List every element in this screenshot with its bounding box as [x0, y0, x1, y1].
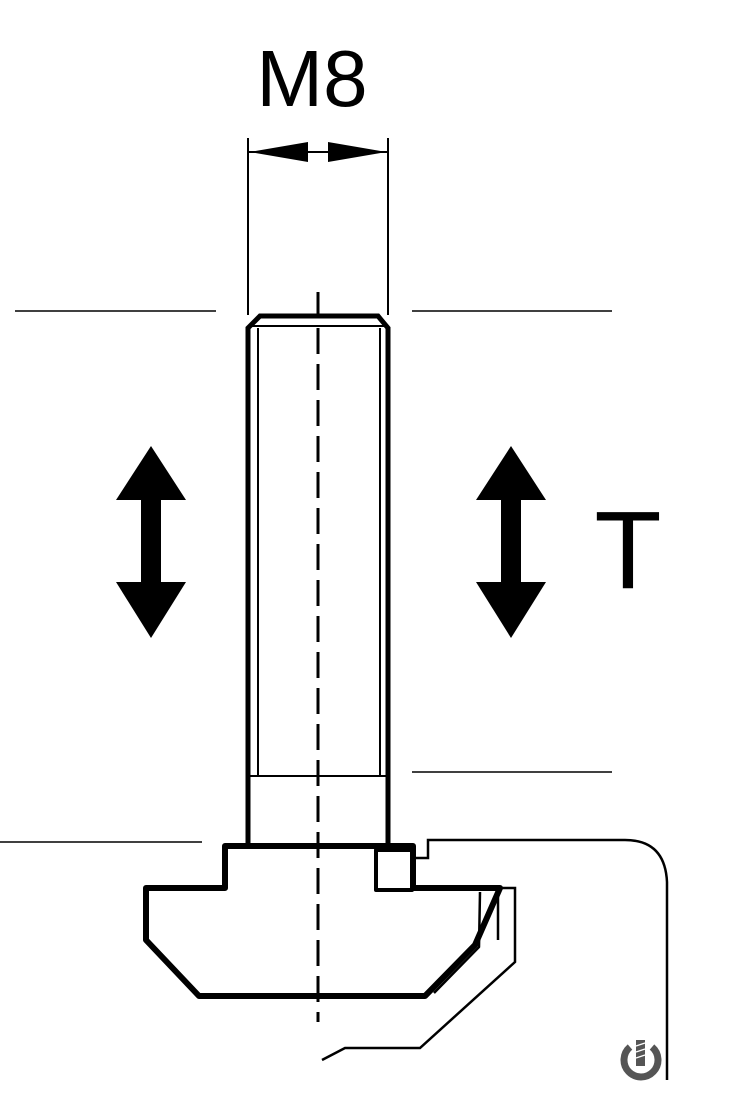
length-label: T	[594, 489, 661, 612]
screw-power-logo-icon	[620, 1040, 662, 1081]
profile-outline	[321, 838, 669, 1080]
reference-lines	[0, 310, 612, 843]
diameter-label: M8	[256, 34, 367, 123]
arrow-left-icon	[250, 142, 308, 162]
diameter-dimension	[247, 138, 389, 315]
t-bolt-head	[143, 843, 503, 999]
double-arrow-left-icon	[116, 446, 186, 638]
double-arrow-right-icon	[476, 446, 546, 638]
arrow-right-icon	[328, 142, 386, 162]
